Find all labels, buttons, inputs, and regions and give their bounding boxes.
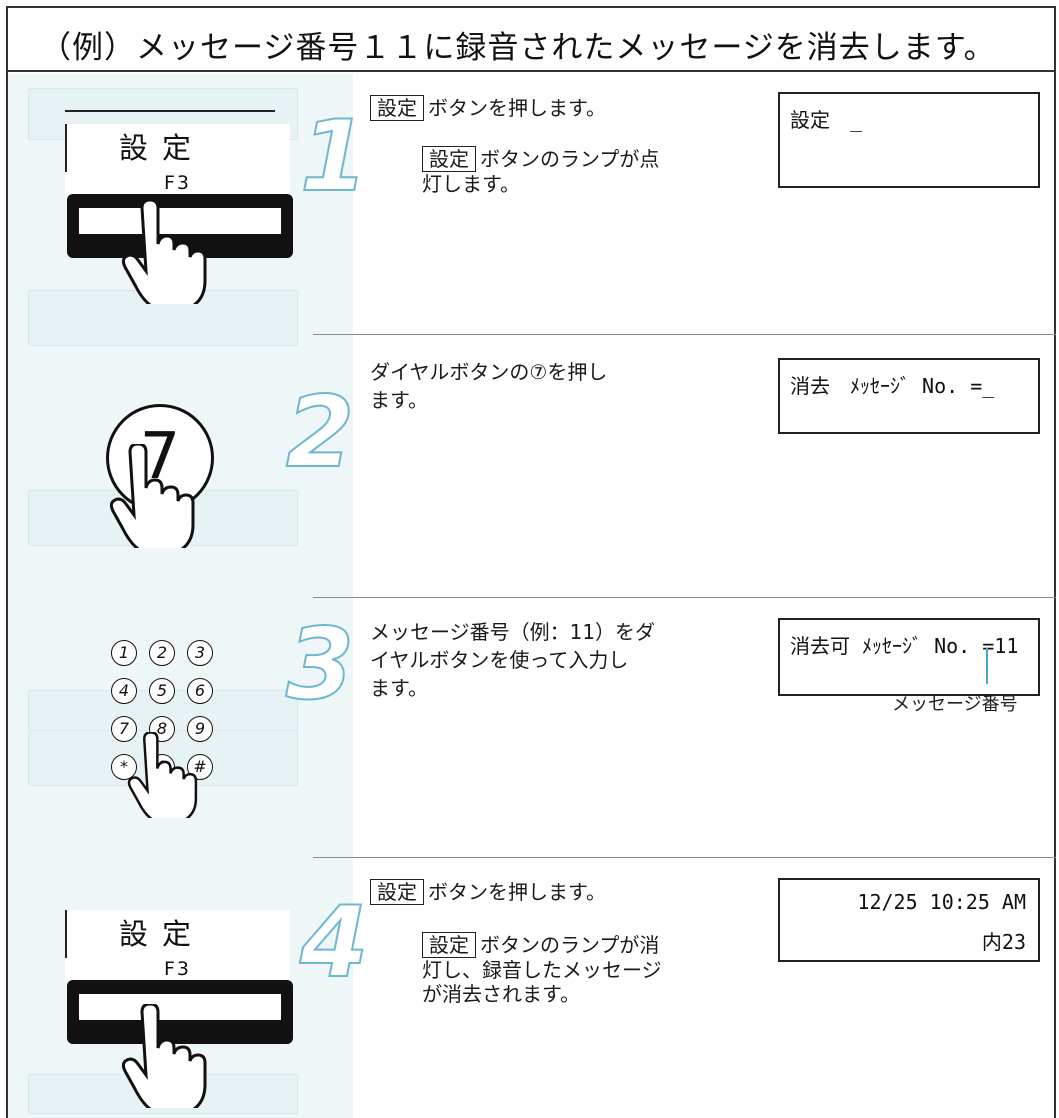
keypad-key: #: [187, 754, 213, 780]
step-divider: [313, 334, 1056, 335]
hand-pointer-icon: [109, 444, 195, 548]
lcd-display: 12/25 10:25 AM 内23: [778, 878, 1040, 962]
key-label: 設定: [65, 124, 290, 172]
hand-pointer-icon: [127, 732, 198, 818]
keypad-key: 1: [111, 640, 137, 666]
hand-pointer-icon: [121, 200, 207, 304]
panel-line: [65, 110, 275, 112]
keypad-key: 3: [187, 640, 213, 666]
instruction: 設定ボタンを押します。: [370, 878, 606, 906]
step-number: 2: [285, 376, 355, 490]
lcd-line: 設定 _: [790, 108, 863, 132]
key-function-label: F3: [65, 172, 290, 194]
lcd-display: 設定 _: [778, 92, 1040, 188]
step-divider: [313, 597, 1056, 598]
instruction-text: ます。: [370, 676, 428, 700]
detail-text: ボタンのランプが消: [480, 933, 660, 957]
page-title: （例）メッセージ番号１１に録音されたメッセージを消去します。: [40, 30, 996, 66]
lcd-datetime: 12/25 10:25 AM: [857, 890, 1026, 914]
keypad-key: 4: [111, 678, 137, 704]
instruction-detail: 設定ボタンのランプが消 灯し、録音したメッセージ が消去されます。: [400, 932, 700, 1006]
keypad-key: 5: [149, 678, 175, 704]
step-number: 3: [285, 608, 355, 722]
detail-text: ボタンのランプが点: [480, 147, 660, 171]
instruction-detail: 設定ボタンのランプが点 灯します。: [400, 146, 700, 196]
keypad-key: 9: [187, 716, 213, 742]
keypad-key: 7: [111, 716, 137, 742]
instruction: メッセージ番号（例：11）をダ イヤルボタンを使って入力し ます。: [370, 618, 655, 702]
settings-button: [67, 980, 293, 1044]
hand-pointer-icon: [121, 1004, 207, 1108]
keypad-key: 2: [149, 640, 175, 666]
lcd-line: 消去可 ﾒｯｾｰｼﾞ No. =11: [790, 634, 1019, 658]
key-function-label: F3: [65, 958, 290, 980]
lcd-extension: 内23: [981, 930, 1026, 954]
keypad-key: *: [111, 754, 137, 780]
step-number: 1: [299, 100, 369, 214]
detail-text: 灯し、録音したメッセージ: [422, 958, 662, 982]
button-face: [77, 992, 283, 1022]
callout-line: [986, 648, 988, 684]
instruction-text: ダイヤルボタンの⑦を押し: [370, 360, 608, 384]
step-divider: [313, 857, 1056, 858]
instruction-text: ボタンを押します。: [428, 96, 606, 120]
key-label: 設定: [65, 910, 290, 958]
page-frame: [6, 6, 1056, 1118]
instruction: 設定ボタンを押します。: [370, 94, 606, 122]
detail-text: が消去されます。: [422, 982, 580, 1006]
button-face: [77, 206, 283, 236]
lcd-line: 消去 ﾒｯｾｰｼﾞ No. =_: [790, 374, 995, 398]
detail-text: 灯します。: [422, 172, 520, 196]
header: （例）メッセージ番号１１に録音されたメッセージを消去します。: [8, 8, 1054, 72]
lcd-display: 消去可 ﾒｯｾｰｼﾞ No. =11: [778, 618, 1040, 696]
key-name-box: 設定: [422, 146, 476, 172]
instruction-text: メッセージ番号（例：11）をダ: [370, 620, 656, 644]
keypad-key: 6: [187, 678, 213, 704]
key-name-box: 設定: [370, 879, 424, 905]
step-number: 4: [299, 886, 369, 1000]
instruction: ダイヤルボタンの⑦を押し ます。: [370, 358, 607, 414]
settings-button: [67, 194, 293, 258]
key-name-box: 設定: [422, 932, 476, 958]
instruction-text: ます。: [370, 388, 428, 412]
lcd-display: 消去 ﾒｯｾｰｼﾞ No. =_: [778, 358, 1040, 434]
instruction-text: イヤルボタンを使って入力し: [370, 648, 629, 672]
message-number-caption: メッセージ番号: [892, 694, 1018, 715]
key-name-box: 設定: [370, 95, 424, 121]
instruction-text: ボタンを押します。: [428, 880, 606, 904]
